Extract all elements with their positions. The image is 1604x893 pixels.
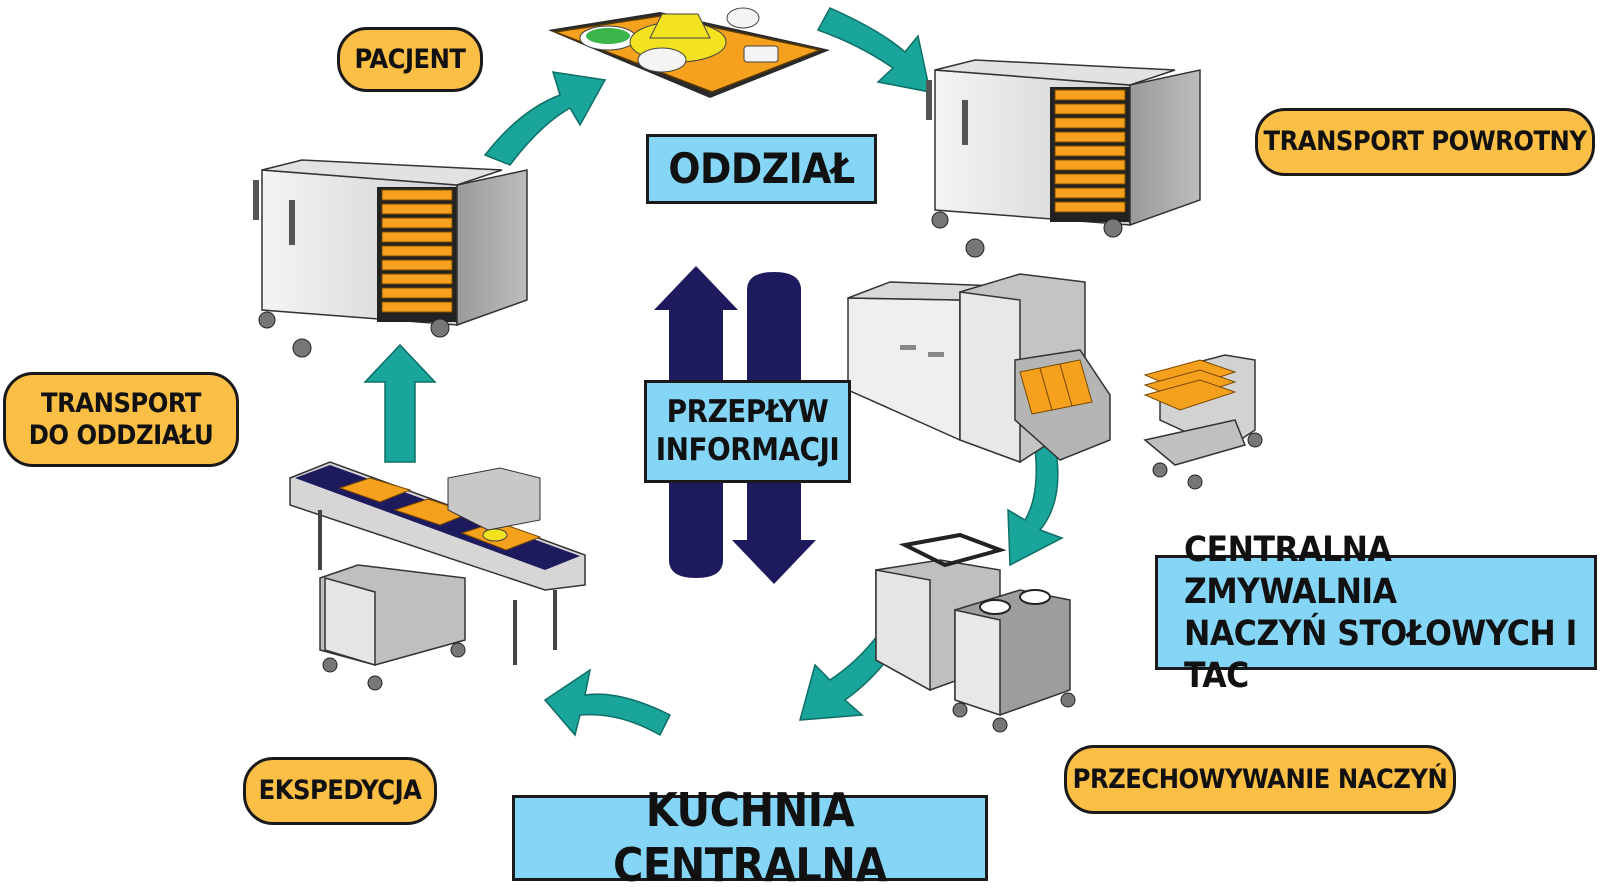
label-transport-do-oddzialu: TRANSPORT DO ODDZIAŁU: [3, 372, 239, 467]
meal-tray-illustration: [548, 7, 830, 98]
dishwasher-illustration: [847, 273, 1111, 464]
box-oddzial: ODDZIAŁ: [646, 134, 877, 204]
label-przechowywanie-naczyn: PRZECHOWYWANIE NACZYŃ: [1064, 745, 1456, 814]
expedition-line-illustration: [289, 461, 586, 691]
flow-arrow-to-expedition: [543, 668, 672, 737]
flow-arrow-to-patient: [483, 71, 607, 166]
box-centralna-zmywalnia: CENTRALNA ZMYWALNIA NACZYŃ STOŁOWYCH I T…: [1155, 530, 1597, 696]
box-kuchnia-centralna: KUCHNIA CENTRALNA: [512, 783, 988, 892]
flow-arrow-to-cart: [363, 343, 437, 463]
transport-cart-right: [926, 59, 1201, 258]
label-pacjent: PACJENT: [337, 27, 483, 92]
flow-arrow-return: [816, 7, 931, 93]
flow-arrow-to-storage: [1007, 444, 1064, 567]
tray-trolley-illustration: [1143, 354, 1263, 490]
dish-storage-illustration: [875, 532, 1076, 733]
box-przeplyw-informacji: PRZEPŁYW INFORMACJI: [644, 380, 851, 483]
transport-cart-left: [253, 159, 528, 358]
label-ekspedycja: EKSPEDYCJA: [243, 757, 437, 825]
label-transport-powrotny: TRANSPORT POWROTNY: [1255, 108, 1595, 176]
